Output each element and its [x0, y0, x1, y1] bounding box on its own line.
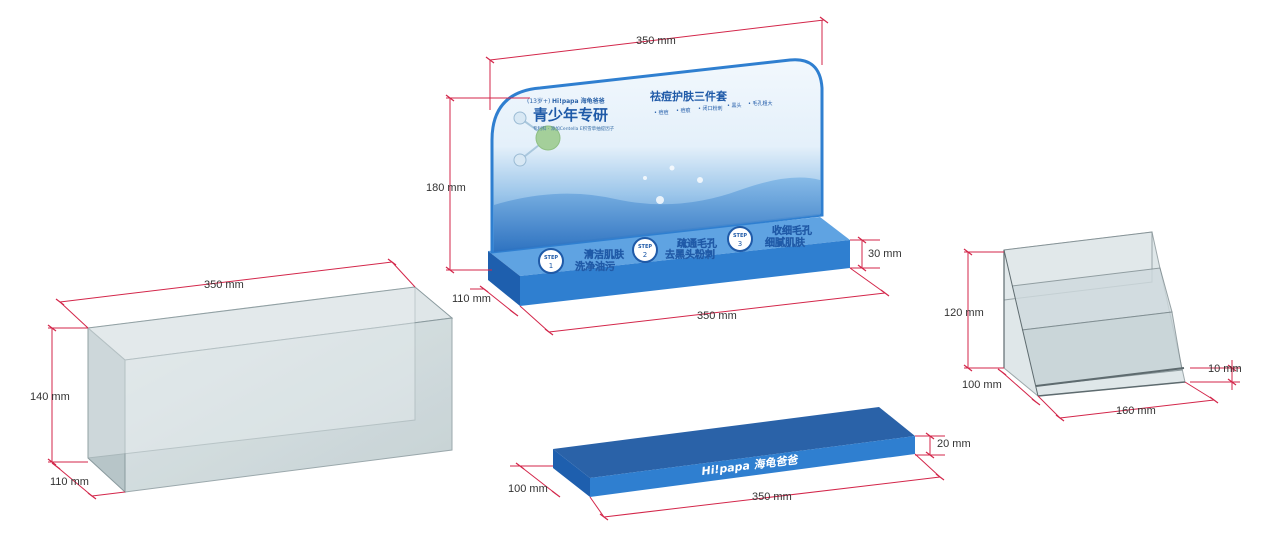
- dim-box-depth: 110 mm: [50, 476, 89, 488]
- box-dimensions: 350 mm 140 mm 110 mm: [30, 258, 416, 500]
- tag-item: • 痘痘: [654, 109, 669, 116]
- dim-tray-height: 20 mm: [937, 438, 971, 450]
- molecule-icon: [513, 111, 561, 167]
- step-number: 1: [549, 262, 553, 270]
- stand-base-front: [520, 240, 850, 306]
- step-number: 3: [738, 240, 742, 248]
- branded-tray: Hi!papa 海龟爸爸: [553, 407, 915, 497]
- tray-top: [553, 407, 915, 478]
- stand-base-side: [488, 251, 520, 306]
- acrylic-box: [86, 286, 454, 494]
- water-droplet: [669, 165, 675, 171]
- rack-front-lip: [1035, 367, 1185, 387]
- brand-name: Hi!papa 海龟爸爸: [552, 97, 605, 105]
- step-badge: STEP: [733, 233, 747, 239]
- step-1: STEP 1 清洁肌肤 洗净油污: [538, 248, 625, 274]
- step-line2: 细腻肌肤: [765, 236, 806, 249]
- step-line1: 收细毛孔: [772, 224, 812, 237]
- step-line2: 洗净油污: [575, 260, 615, 273]
- dim-rack-height: 120 mm: [944, 307, 984, 319]
- dim-tray-width: 350 mm: [752, 491, 792, 503]
- water-droplet: [656, 196, 664, 204]
- tag-item: • 痘痕: [676, 107, 691, 114]
- step-line2: 去黑头粉刺: [665, 248, 715, 261]
- box-inner-face: [87, 286, 416, 459]
- product-title: 祛痘护肤三件套: [650, 89, 728, 103]
- tag-item: • 毛孔粗大: [748, 100, 773, 107]
- dim-stand-base-height: 30 mm: [868, 248, 902, 260]
- dim-stand-width-base: 350 mm: [697, 310, 737, 322]
- tray-dimensions: 20 mm 100 mm 350 mm: [508, 432, 971, 521]
- dim-box-height: 140 mm: [30, 391, 70, 403]
- tag-item: • 黑头: [727, 102, 742, 109]
- stand-dimensions: 350 mm 180 mm 30 mm 110 mm 350 mm: [426, 16, 902, 336]
- step-line1: 清洁肌肤: [584, 248, 625, 261]
- water-droplet: [643, 176, 647, 180]
- rack-left-diagonal: [1003, 249, 1039, 397]
- dim-stand-depth: 110 mm: [452, 293, 491, 305]
- tag-item: • 闭口粉刺: [698, 105, 723, 112]
- step-badge: STEP: [638, 244, 652, 250]
- rack-dimensions: 120 mm 100 mm 10 mm 160 mm: [944, 248, 1242, 422]
- dim-box-width: 350 mm: [204, 279, 244, 291]
- rack-base-edge: [1037, 381, 1186, 397]
- step-number: 2: [643, 251, 647, 259]
- display-stand: (13岁+) Hi!papa 海龟爸爸 青少年专研 专利科 · 添加Centel…: [488, 58, 850, 306]
- step-2: STEP 2 疏通毛孔 去黑头粉刺: [632, 237, 717, 263]
- stand-headline: 青少年专研: [533, 106, 608, 124]
- box-front-face: [124, 317, 453, 493]
- dim-stand-width-top: 350 mm: [636, 35, 676, 47]
- tag-row: • 痘痘 • 痘痕 • 闭口粉刺 • 黑头 • 毛孔粗大: [654, 100, 773, 116]
- dim-stand-height: 180 mm: [426, 182, 466, 194]
- dim-rack-depth: 100 mm: [962, 379, 1002, 391]
- dim-rack-step: 10 mm: [1208, 363, 1242, 375]
- step-badge: STEP: [544, 255, 558, 261]
- step-3: STEP 3 收细毛孔 细腻肌肤: [727, 224, 812, 252]
- water-droplet: [697, 177, 703, 183]
- dim-tray-depth: 100 mm: [508, 483, 548, 495]
- step-line1: 疏通毛孔: [677, 237, 717, 250]
- stand-subline: 专利科 · 添加Centella E积雪草抽提因子: [533, 125, 615, 132]
- tiered-rack: [1003, 231, 1186, 397]
- brand-tag: (13岁+): [527, 97, 550, 105]
- stand-base-top: [488, 217, 850, 276]
- stand-water-wave: [494, 177, 820, 252]
- dim-rack-width: 160 mm: [1116, 405, 1156, 417]
- tray-front: [590, 436, 915, 497]
- tray-side: [553, 449, 590, 497]
